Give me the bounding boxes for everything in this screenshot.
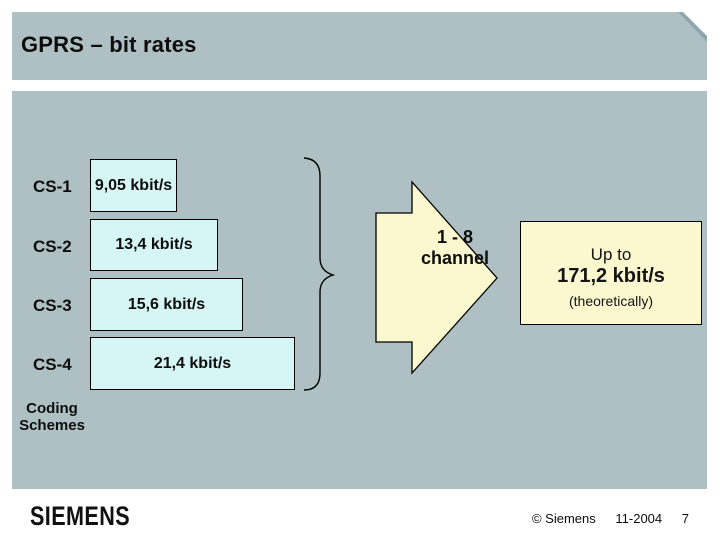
result-line3: (theoretically) [568, 293, 654, 309]
coding-caption-line2: Schemes [19, 417, 85, 434]
right-arrow-icon [375, 180, 498, 375]
cs1-label: CS-1 [33, 177, 72, 196]
footer-page-number: 7 [681, 511, 689, 526]
cs2-bar: 13,4 kbit/s [90, 219, 218, 271]
footer-date: 11-2004 [615, 511, 663, 526]
result-line2: 171,2 kbit/s [557, 265, 665, 287]
cs3-bar: 15,6 kbit/s [90, 278, 243, 331]
cs1-bar: 9,05 kbit/s [90, 159, 177, 212]
arrow-label-line2: channel [420, 248, 490, 268]
coding-schemes-caption: Coding Schemes [6, 400, 98, 434]
cs4-label: CS-4 [33, 355, 72, 374]
result-box: Up to 171,2 kbit/s (theoretically) [520, 221, 702, 325]
curly-brace [303, 157, 336, 391]
cs3-label: CS-3 [33, 296, 72, 315]
arrow-label: 1 - 8 channel [405, 227, 505, 269]
footer-meta: © Siemens 11-2004 7 [532, 511, 689, 526]
cs2-label: CS-2 [33, 237, 72, 256]
siemens-logo: SIEMENS [30, 501, 131, 531]
coding-caption-line1: Coding [26, 400, 78, 417]
footer-copyright: © Siemens [531, 511, 596, 526]
cs4-bar: 21,4 kbit/s [90, 337, 295, 390]
slide-title: GPRS – bit rates [21, 32, 197, 57]
result-line1: Up to [590, 245, 632, 264]
arrow-label-line1: 1 - 8 [436, 227, 474, 247]
